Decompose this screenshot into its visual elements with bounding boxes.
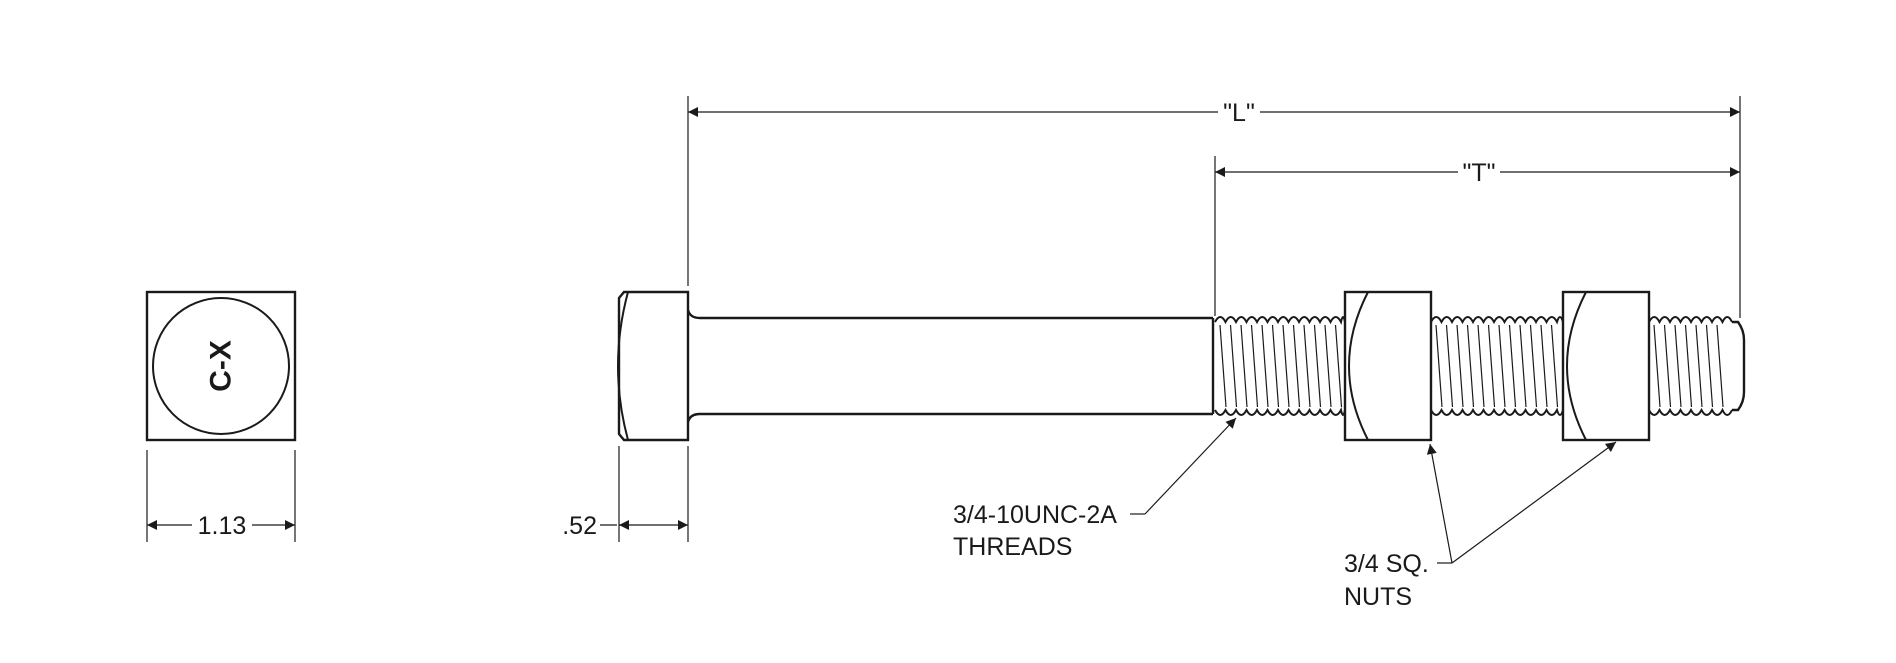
- thread-line: [1292, 324, 1301, 408]
- thread-line: [1550, 324, 1559, 408]
- thread-crest-bottom-2: [1430, 407, 1564, 416]
- thread-line: [1271, 324, 1280, 408]
- threads-callout-line-2: THREADS: [953, 533, 1072, 561]
- thread-crest-top-3: [1648, 316, 1733, 325]
- thread-line: [1456, 324, 1464, 408]
- head-width-dimension: 1.13: [146, 450, 296, 542]
- thread-line: [1653, 324, 1661, 408]
- bolt-tip: [1732, 320, 1746, 412]
- thread-line: [1435, 324, 1443, 408]
- thread-line: [1540, 324, 1548, 408]
- thread-crest-bottom-3: [1648, 407, 1733, 416]
- bolt-head: [617, 290, 690, 442]
- thread-line: [1716, 324, 1724, 408]
- thread-line: [1313, 324, 1322, 408]
- nuts-callout: 3/4 SQ. NUTS: [1344, 441, 1617, 611]
- square-nut-1: [1343, 290, 1433, 442]
- bolt-side-view: [617, 290, 1746, 442]
- thread-line: [1529, 324, 1538, 408]
- head-height-dimension: .52: [562, 446, 689, 542]
- thread-length-label: "T": [1462, 159, 1495, 187]
- thread-section: [1214, 316, 1746, 416]
- threads-callout-line-1: 3/4-10UNC-2A: [953, 501, 1117, 529]
- thread-crest-top-2: [1430, 316, 1564, 325]
- thread-line: [1219, 324, 1227, 408]
- thread-line: [1487, 324, 1496, 408]
- thread-crest-top-1: [1214, 316, 1346, 325]
- thread-line: [1261, 324, 1269, 408]
- thread-line: [1250, 324, 1259, 408]
- thread-crest-bottom-1: [1214, 407, 1346, 416]
- thread-line: [1477, 324, 1485, 408]
- thread-line: [1674, 324, 1682, 408]
- overall-length-label: "L": [1223, 99, 1255, 127]
- overall-length-dimension: "L": [687, 96, 1741, 318]
- head-height-label: .52: [562, 512, 597, 540]
- thread-line: [1498, 324, 1506, 408]
- thread-line: [1445, 324, 1454, 408]
- thread-line: [1663, 324, 1672, 408]
- thread-line: [1240, 324, 1248, 408]
- threads-callout: 3/4-10UNC-2A THREADS: [953, 417, 1237, 561]
- thread-line: [1684, 324, 1693, 408]
- thread-line: [1229, 324, 1238, 408]
- thread-line: [1508, 324, 1517, 408]
- thread-line: [1324, 324, 1332, 408]
- nuts-callout-line-2: NUTS: [1344, 583, 1412, 611]
- thread-line: [1519, 324, 1527, 408]
- thread-length-dimension: "T": [1214, 156, 1740, 316]
- square-nut-2: [1561, 290, 1651, 442]
- thread-line: [1466, 324, 1475, 408]
- thread-line: [1303, 324, 1311, 408]
- thread-line: [1695, 324, 1703, 408]
- thread-line: [1282, 324, 1290, 408]
- head-width-label: 1.13: [198, 512, 247, 540]
- head-marking: C-X: [205, 340, 238, 392]
- bolt-shank: [686, 309, 1213, 423]
- nuts-callout-line-1: 3/4 SQ.: [1344, 550, 1429, 578]
- thread-line: [1334, 324, 1343, 408]
- thread-line: [1705, 324, 1714, 408]
- head-end-view: C-X: [145, 290, 297, 442]
